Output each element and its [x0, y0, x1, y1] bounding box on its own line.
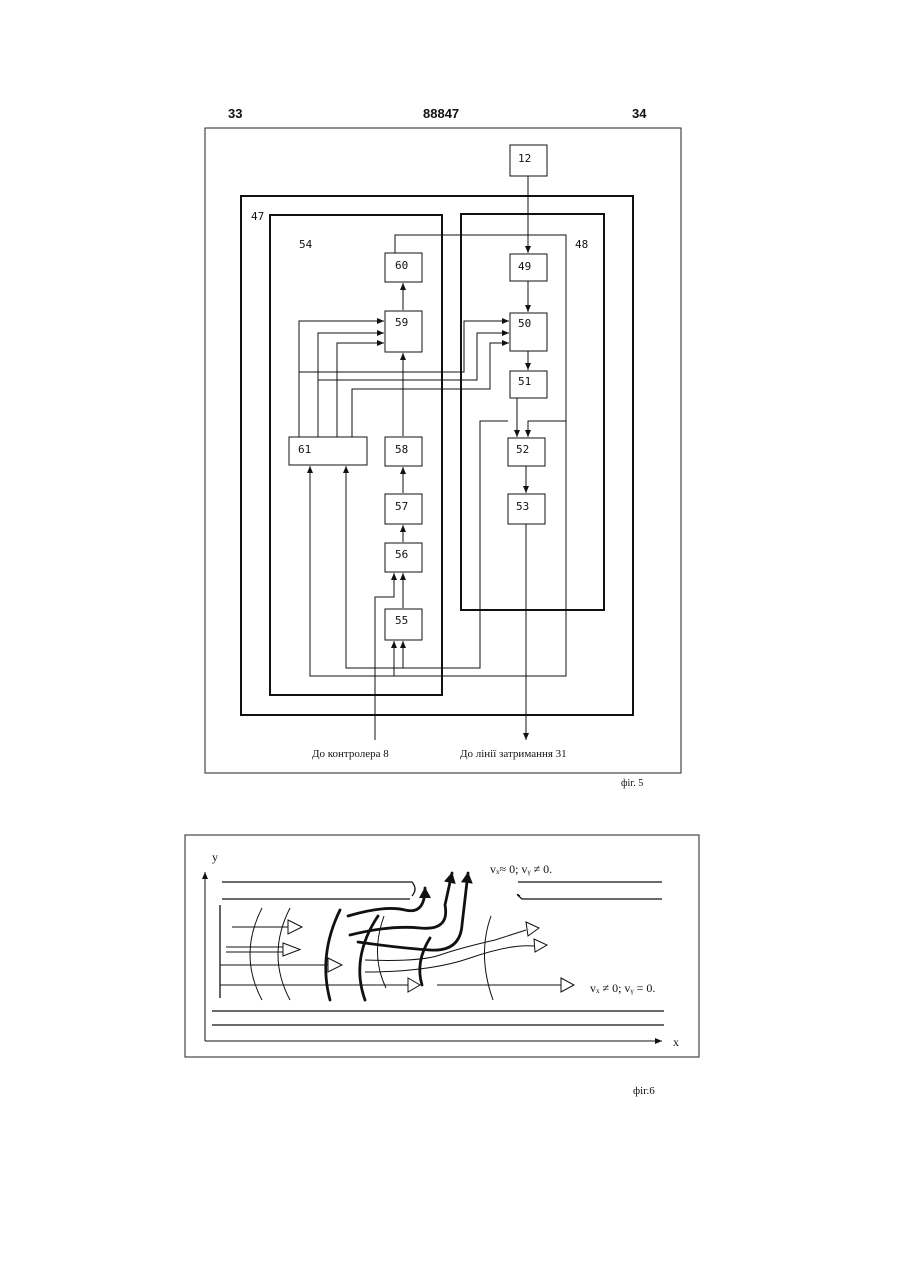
figure-6: y x: [185, 835, 699, 1097]
block-50-label: 50: [518, 317, 531, 330]
channel-walls: [212, 882, 664, 1025]
y-axis-label: y: [212, 850, 218, 864]
block-58-label: 58: [395, 443, 408, 456]
block-60-label: 60: [395, 259, 408, 272]
figure-5: 47 54 48 12 49 50 51 52 53 60 59 61 58 5…: [205, 128, 681, 789]
block-12-label: 12: [518, 152, 531, 165]
annotation-vx-nonzero: vₓ ≠ 0; vᵧ = 0.: [590, 981, 655, 995]
block-56-label: 56: [395, 548, 408, 561]
fig6-caption: фіг.6: [633, 1085, 655, 1097]
block-55-label: 55: [395, 614, 408, 627]
label-to-delay-line: До лінії затримання 31: [460, 748, 567, 760]
label-to-controller: До контролера 8: [312, 748, 389, 760]
annotation-vy-nonzero: vₓ≈ 0; vᵧ ≠ 0.: [490, 862, 552, 876]
block-57-label: 57: [395, 500, 408, 513]
fig6-frame: [185, 835, 699, 1057]
block-49-label: 49: [518, 260, 531, 273]
label-54: 54: [299, 238, 313, 251]
horizontal-flow-arrows: [220, 920, 574, 992]
label-47: 47: [251, 210, 264, 223]
fig5-caption: фіг. 5: [621, 778, 643, 789]
block-53-label: 53: [516, 500, 529, 513]
block-52-label: 52: [516, 443, 529, 456]
label-48: 48: [575, 238, 588, 251]
block-61-label: 61: [298, 443, 311, 456]
block-51-label: 51: [518, 375, 531, 388]
block-59-label: 59: [395, 316, 408, 329]
x-axis-label: x: [673, 1035, 679, 1049]
